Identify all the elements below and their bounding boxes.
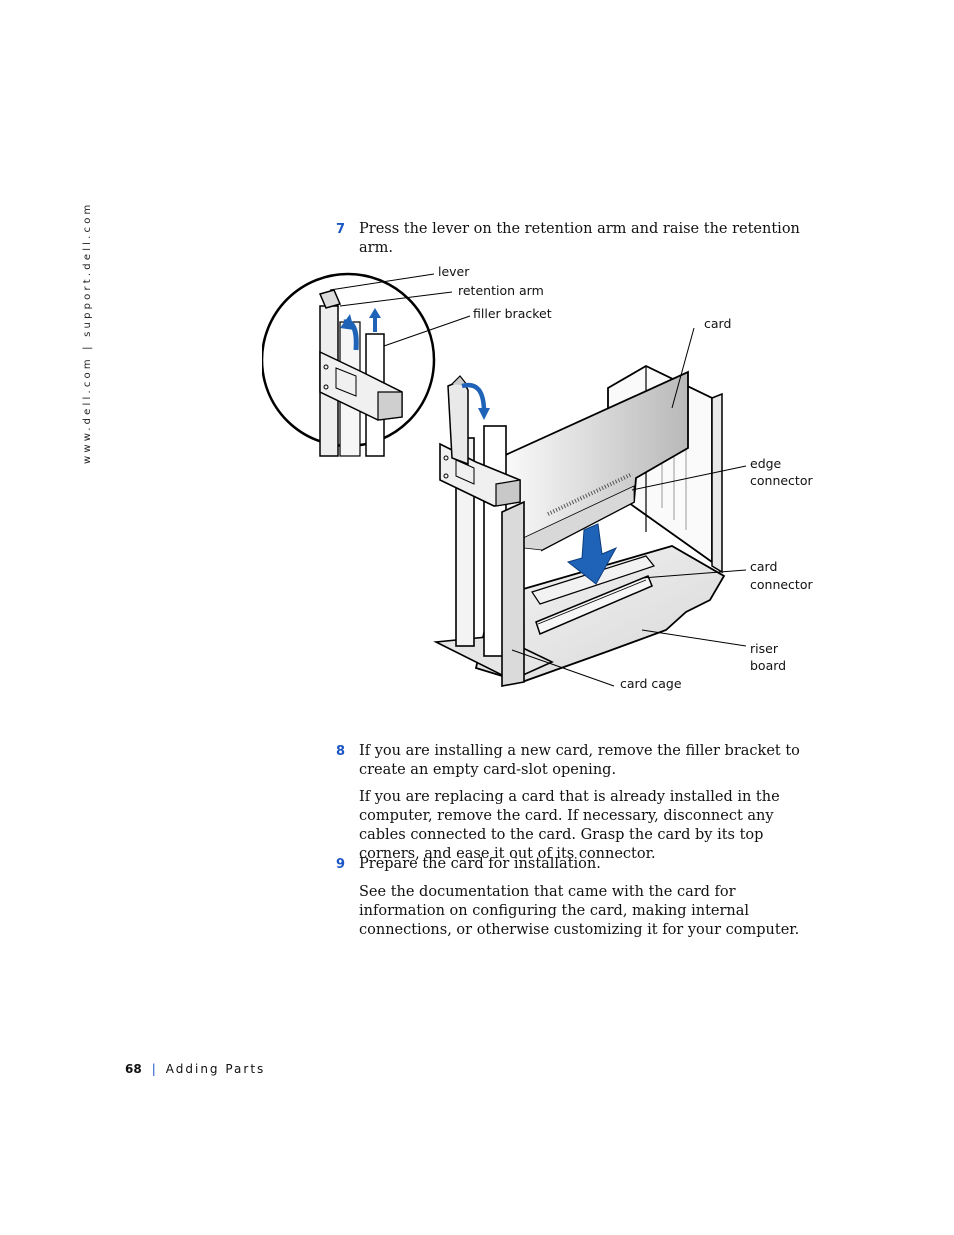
label-lever: lever: [438, 264, 470, 279]
label-riser-board-line1: riser: [750, 641, 779, 656]
step-9-paragraph: See the documentation that came with the…: [359, 884, 800, 938]
illustration-card-installation: lever retention arm filler bracket card …: [260, 262, 822, 702]
footer-separator: |: [151, 1062, 156, 1076]
step-number: 9: [336, 857, 346, 872]
step-text: Prepare the card for installation.: [359, 856, 601, 872]
step-8-paragraph: If you are replacing a card that is alre…: [359, 789, 780, 862]
label-filler-bracket: filler bracket: [473, 306, 552, 321]
figure-labels: lever retention arm filler bracket card …: [438, 264, 813, 691]
section-title: Adding Parts: [165, 1062, 266, 1076]
label-card-cage: card cage: [620, 676, 682, 691]
page-number: 68: [125, 1062, 142, 1076]
label-riser-board-line2: board: [750, 658, 786, 673]
page-footer: 68 | Adding Parts: [125, 1062, 265, 1076]
side-url: www.dell.com | support.dell.com: [82, 202, 102, 464]
insert-arrow-icon: [566, 523, 618, 585]
step-text: Press the lever on the retention arm and…: [359, 221, 800, 256]
label-edge-connector-line2: connector: [750, 473, 813, 488]
zoom-inset: [260, 272, 436, 457]
illustration-svg: lever retention arm filler bracket card …: [260, 264, 813, 691]
label-card: card: [704, 316, 731, 331]
bracket-assembly: [433, 375, 554, 687]
label-card-connector-line2: connector: [750, 577, 813, 592]
label-edge-connector-line1: edge: [750, 456, 782, 471]
leader-lines: [329, 273, 747, 687]
side-url-text: www.dell.com | support.dell.com: [82, 201, 93, 464]
step-text: If you are installing a new card, remove…: [359, 743, 800, 778]
label-card-connector-line1: card: [750, 559, 777, 574]
label-retention-arm: retention arm: [458, 283, 544, 298]
step-number: 7: [336, 222, 346, 237]
step-number: 8: [336, 744, 346, 759]
